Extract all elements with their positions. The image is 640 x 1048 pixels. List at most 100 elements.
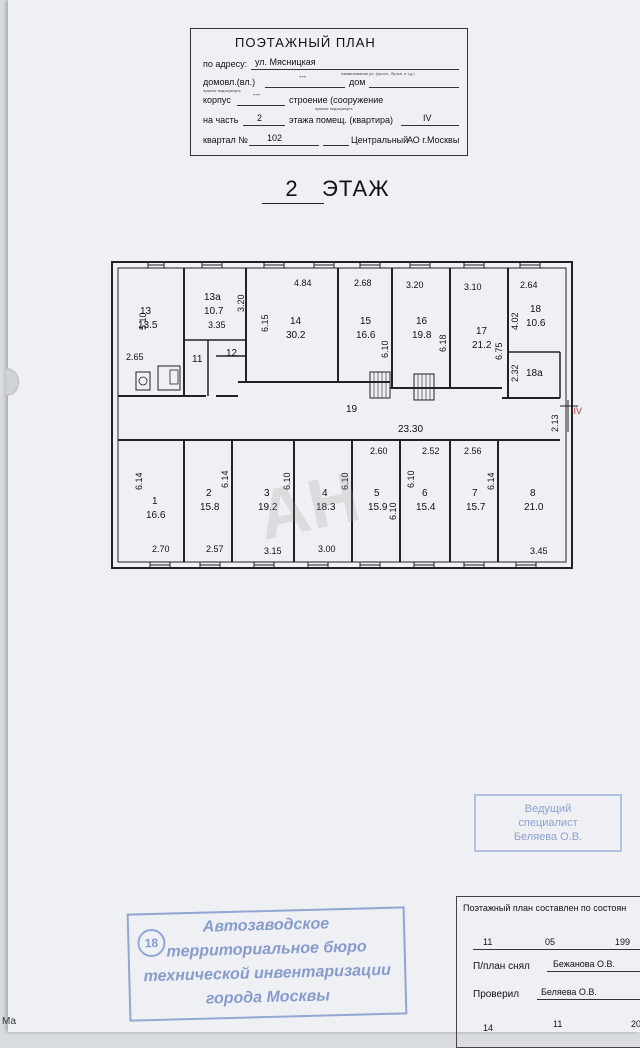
- room-8-area: 21.0: [524, 502, 544, 513]
- room-15-area: 16.6: [356, 330, 376, 341]
- hint-needed-2: нужное подчеркнуть: [315, 106, 353, 111]
- bti-stamp: 18 Автозаводское территориальное бюро те…: [126, 906, 408, 1022]
- svg-text:2.32: 2.32: [510, 364, 520, 382]
- room-15-number: 15: [360, 316, 372, 327]
- svg-text:2.57: 2.57: [206, 544, 224, 554]
- floor-label: ЭТАЖ: [322, 176, 390, 201]
- room-6-area: 15.4: [416, 502, 436, 513]
- room-16-area: 19.8: [412, 330, 432, 341]
- na-chast-value: 2: [257, 113, 263, 123]
- hint-needed-1: нужное подчеркнуть: [203, 88, 241, 93]
- room-5-number: 5: [374, 488, 380, 499]
- svg-text:6.15: 6.15: [260, 314, 270, 332]
- svg-text:2.64: 2.64: [520, 280, 538, 290]
- dimension-labels: 5.10 3.20 3.35 2.65 6.15 4.84 2.68 6.10 …: [126, 278, 582, 556]
- room-13-area: 13.5: [138, 320, 158, 331]
- svg-text:6.10: 6.10: [340, 472, 350, 490]
- room-13a-number: 13а: [204, 292, 221, 303]
- svg-text:3.20: 3.20: [236, 294, 246, 312]
- district-value: Центральный: [351, 135, 409, 145]
- district-suffix: АО г.Москвы: [407, 135, 460, 145]
- svg-text:2.13: 2.13: [550, 414, 560, 432]
- svg-text:2.52: 2.52: [422, 446, 440, 456]
- floor-number: 2: [285, 176, 299, 201]
- room-5-area: 15.9: [368, 502, 388, 513]
- svg-text:6.14: 6.14: [486, 472, 496, 490]
- svg-text:3.00: 3.00: [318, 544, 336, 554]
- etazha-label: этажа помещ. (квартира): [289, 115, 394, 125]
- corridor-number: 19: [346, 404, 358, 415]
- room-4-area: 18.3: [316, 502, 336, 513]
- floor-plan: 13 13.5 13а 10.7 14 30.2 15 16.6 16 19.8…: [111, 261, 582, 569]
- room-18a-number: 18а: [526, 368, 543, 379]
- binder-hole: [6, 368, 19, 396]
- room-17-number: 17: [476, 326, 488, 337]
- composition-box: Поэтажный план составлен по состоян 11 0…: [456, 896, 640, 1048]
- section-mark: IV: [573, 406, 582, 416]
- svg-text:6.18: 6.18: [438, 334, 448, 352]
- room-4-number: 4: [322, 488, 328, 499]
- room-2-number: 2: [206, 488, 212, 499]
- stroenie-label: строение (сооружение: [289, 95, 384, 105]
- room-18-number: 18: [530, 304, 542, 315]
- svg-text:6.10: 6.10: [282, 472, 292, 490]
- kvartal-value: 102: [267, 133, 283, 143]
- room-1-area: 16.6: [146, 510, 166, 521]
- svg-text:4.02: 4.02: [510, 312, 520, 330]
- room-13-number: 13: [140, 306, 152, 317]
- svg-text:3.35: 3.35: [208, 320, 226, 330]
- svg-text:6.14: 6.14: [220, 470, 230, 488]
- room-7-number: 7: [472, 488, 478, 499]
- room-1-number: 1: [152, 496, 158, 507]
- dom-label: дом: [349, 77, 366, 87]
- svg-text:2.60: 2.60: [370, 446, 388, 456]
- svg-text:3.45: 3.45: [530, 546, 548, 556]
- svg-text:2.56: 2.56: [464, 446, 482, 456]
- svg-text:6.10: 6.10: [388, 502, 398, 520]
- room-7-area: 15.7: [466, 502, 486, 513]
- svg-text:2.68: 2.68: [354, 278, 372, 288]
- svg-text:4.84: 4.84: [294, 278, 312, 288]
- room-12-number: 12: [226, 348, 238, 359]
- room-3-area: 19.2: [258, 502, 278, 513]
- svg-text:3.10: 3.10: [464, 282, 482, 292]
- address-value: ул. Мясницкая: [255, 57, 316, 67]
- svg-text:2.70: 2.70: [152, 544, 170, 554]
- room-labels: 13 13.5 13а 10.7 14 30.2 15 16.6 16 19.8…: [138, 292, 546, 521]
- plan-title: ПОЭТАЖНЫЙ ПЛАН: [235, 35, 376, 50]
- specialist-stamp: Ведущий специалист Беляева О.В.: [474, 794, 622, 852]
- svg-text:6.14: 6.14: [134, 472, 144, 490]
- room-2-area: 15.8: [200, 502, 220, 513]
- room-14-number: 14: [290, 316, 302, 327]
- kvartal-label: квартал №: [203, 135, 248, 145]
- domovl-value: ---: [299, 74, 306, 81]
- floor-title: 2 ЭТАЖ: [262, 176, 390, 202]
- svg-text:6.10: 6.10: [380, 340, 390, 358]
- room-18-area: 10.6: [526, 318, 546, 329]
- etazha-value: IV: [423, 113, 432, 123]
- address-label: по адресу:: [203, 59, 248, 69]
- room-14-area: 30.2: [286, 330, 306, 341]
- edge-text: Ма: [2, 1016, 17, 1027]
- svg-text:3.20: 3.20: [406, 280, 424, 290]
- room-8-number: 8: [530, 488, 536, 499]
- room-16-number: 16: [416, 316, 428, 327]
- title-block: ПОЭТАЖНЫЙ ПЛАН по адресу: ул. Мясницкая …: [190, 28, 468, 156]
- svg-text:2.65: 2.65: [126, 352, 144, 362]
- corridor-length: 23.30: [398, 424, 423, 435]
- room-13a-area: 10.7: [204, 306, 224, 317]
- svg-text:5.10: 5.10: [138, 312, 148, 330]
- domovl-label: домовл.(вл.): [203, 77, 256, 87]
- svg-text:3.15: 3.15: [264, 546, 282, 556]
- svg-text:6.10: 6.10: [406, 470, 416, 488]
- korpus-value: ---: [253, 92, 260, 99]
- korpus-label: корпус: [203, 95, 231, 105]
- address-hint: наименование ул. (просп., бульв. и т.д.): [341, 71, 415, 76]
- room-11-number: 11: [192, 354, 203, 365]
- room-6-number: 6: [422, 488, 428, 499]
- room-17-area: 21.2: [472, 340, 492, 351]
- na-chast-label: на часть: [203, 115, 239, 125]
- svg-text:6.75: 6.75: [494, 342, 504, 360]
- room-3-number: 3: [264, 488, 270, 499]
